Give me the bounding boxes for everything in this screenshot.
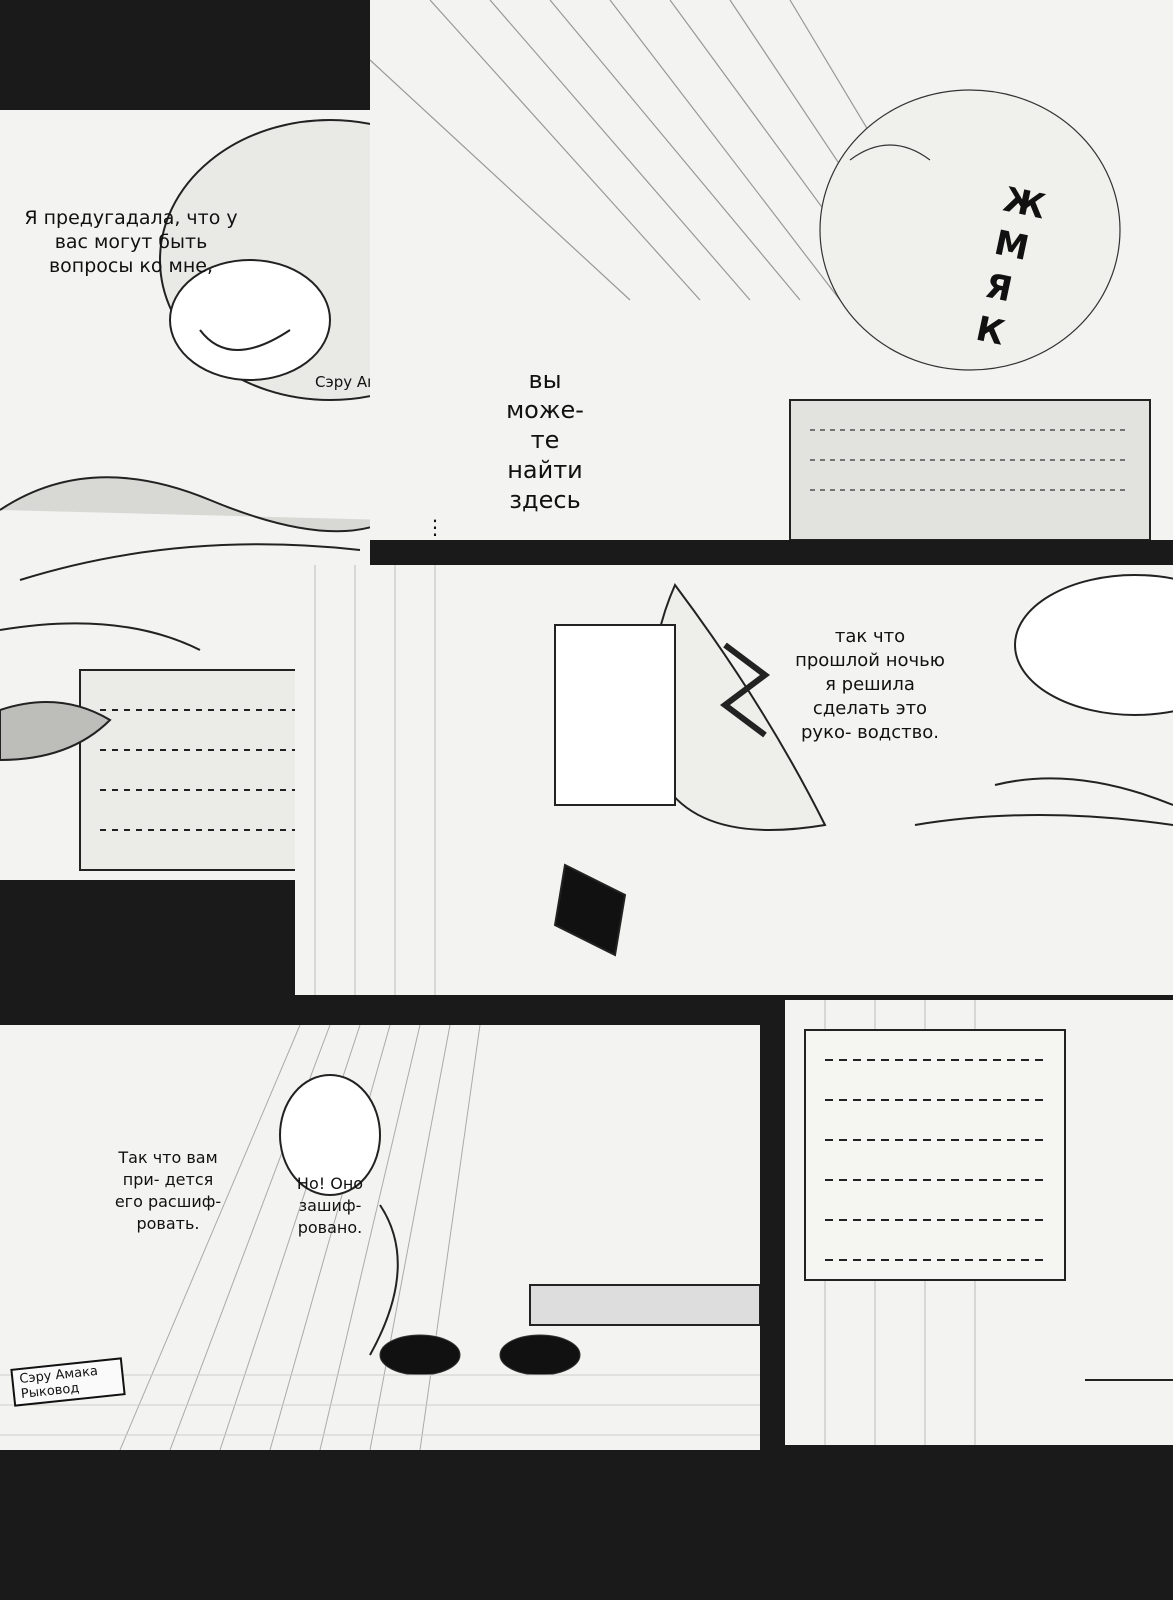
panel-3-art: [314, 565, 1173, 995]
panel-5: [785, 1000, 1173, 1445]
panel-1: Я предугадала, что у вас могут быть вопр…: [0, 110, 370, 880]
panel-1-art: [0, 119, 370, 871]
panel-3: так что прошлой ночью я решила сделать э…: [295, 565, 1173, 995]
panel-4: Так что вам при- дется его расшиф- роват…: [0, 1025, 760, 1450]
panel-1-board-name: Сэру Амакадзари: [315, 373, 370, 391]
panel-5-art: [804, 1000, 1173, 1445]
panel-4-art: [0, 1025, 760, 1450]
panel-2-dots: ⋮: [425, 515, 445, 539]
panel-4-caption-left: Так что вам при- дется его расшиф- роват…: [114, 1148, 222, 1233]
panel-3-caption: так что прошлой ночью я решила сделать э…: [795, 626, 945, 743]
panel-2-art: [370, 0, 1151, 540]
panel-4-caption-right: Но! Оно зашиф- ровано.: [296, 1174, 364, 1237]
panel-1-caption: Я предугадала, что у вас могут быть вопр…: [24, 207, 238, 277]
panel-2-caption: вы може- те найти здесь: [506, 366, 584, 514]
panel-2: вы може- те найти здесь ⋮ ЖМЯК: [370, 0, 1173, 540]
